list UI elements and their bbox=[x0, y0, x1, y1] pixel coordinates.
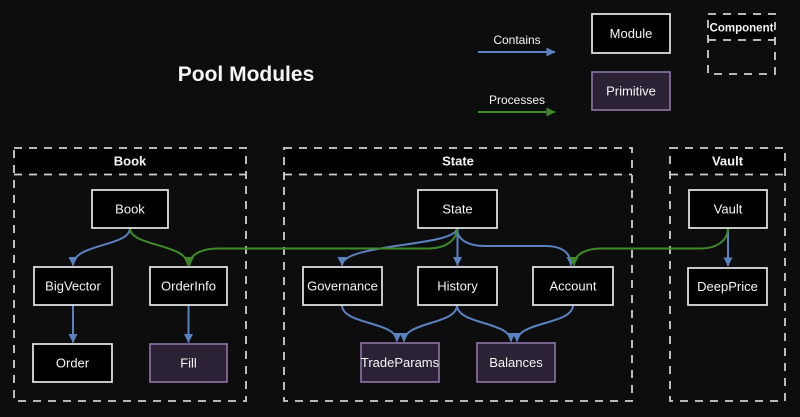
cluster-vault-title: Vault bbox=[712, 154, 744, 169]
node-governance-label: Governance bbox=[307, 279, 378, 294]
edge-book-bigvector bbox=[73, 228, 130, 266]
legend-module-sample: Module bbox=[592, 14, 670, 53]
node-tradeparams: TradeParams bbox=[361, 343, 440, 382]
edge-history-balances bbox=[457, 305, 511, 342]
node-fill: Fill bbox=[150, 344, 227, 382]
node-history-label: History bbox=[437, 279, 478, 294]
node-vault-label: Vault bbox=[714, 202, 743, 217]
node-order: Order bbox=[33, 344, 112, 382]
node-balances-label: Balances bbox=[489, 355, 543, 370]
node-account: Account bbox=[533, 267, 613, 305]
edges-processes bbox=[130, 228, 728, 266]
edge-state-account bbox=[457, 228, 571, 266]
node-orderinfo-label: OrderInfo bbox=[161, 279, 216, 294]
node-history: History bbox=[418, 267, 497, 305]
cluster-state-title: State bbox=[442, 154, 474, 169]
cluster-book-title: Book bbox=[114, 154, 147, 169]
edge-state-orderinfo bbox=[190, 228, 458, 266]
node-fill-label: Fill bbox=[180, 356, 197, 371]
edge-book-orderinfo bbox=[130, 228, 188, 266]
node-book: Book bbox=[92, 190, 168, 228]
node-account-label: Account bbox=[550, 279, 597, 294]
edge-account-balances bbox=[517, 305, 573, 342]
node-governance: Governance bbox=[303, 267, 382, 305]
edge-governance-tradeparams bbox=[342, 305, 397, 342]
legend-primitive-label: Primitive bbox=[606, 84, 656, 99]
legend-module-label: Module bbox=[610, 26, 653, 41]
node-order-label: Order bbox=[56, 356, 90, 371]
node-orderinfo: OrderInfo bbox=[150, 267, 227, 305]
legend-contains-label: Contains bbox=[493, 33, 540, 47]
edge-vault-account bbox=[574, 228, 728, 266]
node-bigvector: BigVector bbox=[34, 267, 112, 305]
legend-processes-label: Processes bbox=[489, 93, 545, 107]
legend: Contains Processes Module Primitive Comp… bbox=[478, 14, 775, 112]
legend-component-label: Component bbox=[710, 23, 774, 35]
edge-history-tradeparams bbox=[404, 305, 457, 342]
legend-primitive-sample: Primitive bbox=[592, 72, 670, 110]
legend-component-sample: Component bbox=[708, 14, 775, 74]
node-state-label: State bbox=[442, 202, 472, 217]
node-tradeparams-label: TradeParams bbox=[361, 355, 440, 370]
node-bigvector-label: BigVector bbox=[45, 279, 101, 294]
node-vault: Vault bbox=[689, 190, 767, 228]
node-balances: Balances bbox=[477, 343, 555, 382]
nodes: Book BigVector OrderInfo Order Fill Stat… bbox=[33, 190, 767, 382]
page-title: Pool Modules bbox=[178, 63, 315, 86]
node-deepprice: DeepPrice bbox=[688, 268, 767, 305]
node-state: State bbox=[418, 190, 497, 228]
node-book-label: Book bbox=[115, 202, 145, 217]
node-deepprice-label: DeepPrice bbox=[697, 279, 758, 294]
